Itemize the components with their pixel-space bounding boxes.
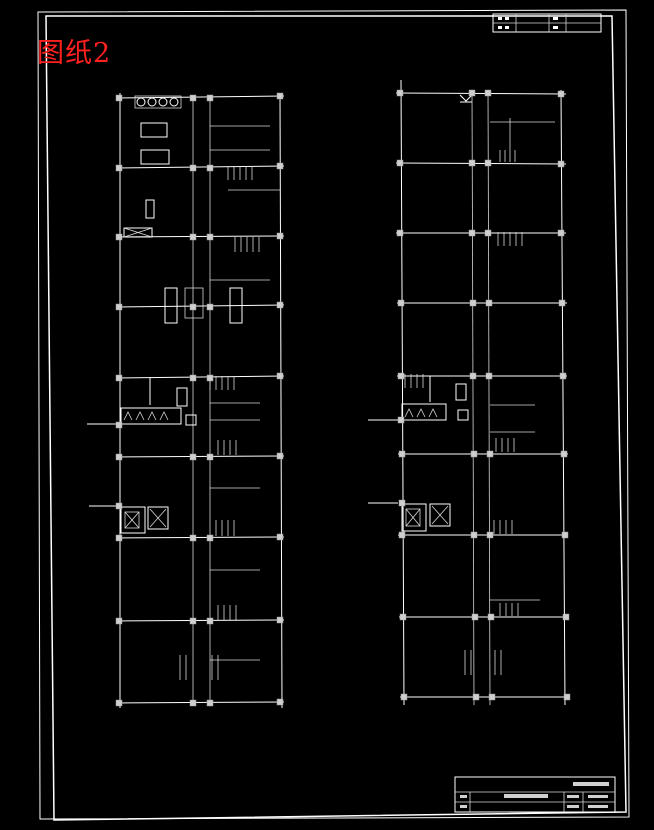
top-title-block bbox=[492, 13, 602, 33]
right-grid-nodes bbox=[396, 89, 571, 701]
right-stair-ticks bbox=[404, 150, 523, 675]
left-stair-ticks bbox=[179, 166, 260, 680]
bottom-title-block bbox=[454, 776, 616, 813]
drawing-label: 图纸2 bbox=[37, 38, 112, 69]
inner-sheet-border bbox=[45, 15, 627, 821]
left-floor-plan bbox=[87, 92, 285, 709]
right-floor-plan bbox=[368, 79, 571, 706]
outer-sheet-border bbox=[37, 9, 630, 820]
right-fixtures bbox=[401, 94, 473, 532]
left-grid-nodes bbox=[115, 92, 284, 707]
left-fixtures bbox=[120, 95, 243, 534]
